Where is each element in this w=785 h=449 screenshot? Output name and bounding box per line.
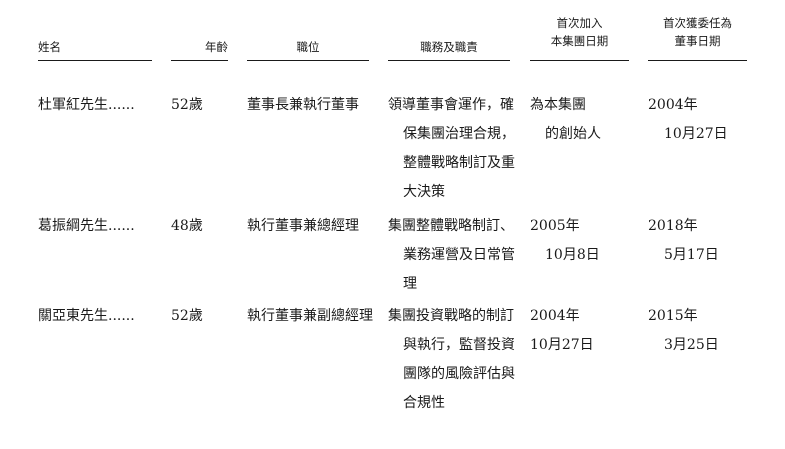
header-appointed: 首次獲委任為 董事日期 — [663, 16, 732, 48]
header-joined: 首次加入 本集團日期 — [550, 16, 609, 48]
table-row-1-name: 杜軍紅先生...... — [38, 97, 135, 113]
table-row-2-position: 執行董事兼總經理 — [247, 218, 359, 234]
table-row-2-name: 葛振綱先生...... — [38, 218, 135, 234]
header-age: 年齡 — [205, 40, 228, 54]
table-row-2-joined: 2005年 10月8日 — [530, 218, 600, 263]
header-rule — [38, 60, 152, 61]
table-row-2-duties: 集團整體戰略制訂、 業務運營及日常管 理 — [388, 218, 515, 292]
table-row-1-joined: 為本集團 的創始人 — [530, 97, 601, 142]
table-row-3-name: 關亞東先生...... — [38, 308, 135, 324]
table-row-3-position: 執行董事兼副總經理 — [247, 308, 373, 324]
table-row-3-age: 52歲 — [171, 308, 203, 324]
header-rule — [247, 60, 369, 61]
table-row-2-appointed: 2018年 5月17日 — [648, 218, 719, 263]
table-row-1-position: 董事長兼執行董事 — [247, 97, 359, 113]
table-row-2-age: 48歲 — [171, 218, 203, 234]
header-rule — [171, 60, 228, 61]
table-row-1-appointed: 2004年 10月27日 — [648, 97, 728, 142]
header-rule — [530, 60, 629, 61]
table-row-3-joined: 2004年 10月27日 — [530, 308, 594, 353]
table-row-3-duties: 集團投資戰略的制訂 與執行，監督投資 團隊的風險評估與 合規性 — [388, 308, 515, 411]
header-rule — [648, 60, 747, 61]
table-row-1-duties: 領導董事會運作，確 保集團治理合規， 整體戰略制訂及重 大決策 — [388, 97, 515, 200]
header-position: 職位 — [296, 40, 320, 54]
table-row-1-age: 52歲 — [171, 97, 203, 113]
header-name: 姓名 — [38, 40, 61, 54]
header-rule — [388, 60, 510, 61]
table-row-3-appointed: 2015年 3月25日 — [648, 308, 719, 353]
header-duties: 職務及職責 — [420, 40, 478, 54]
